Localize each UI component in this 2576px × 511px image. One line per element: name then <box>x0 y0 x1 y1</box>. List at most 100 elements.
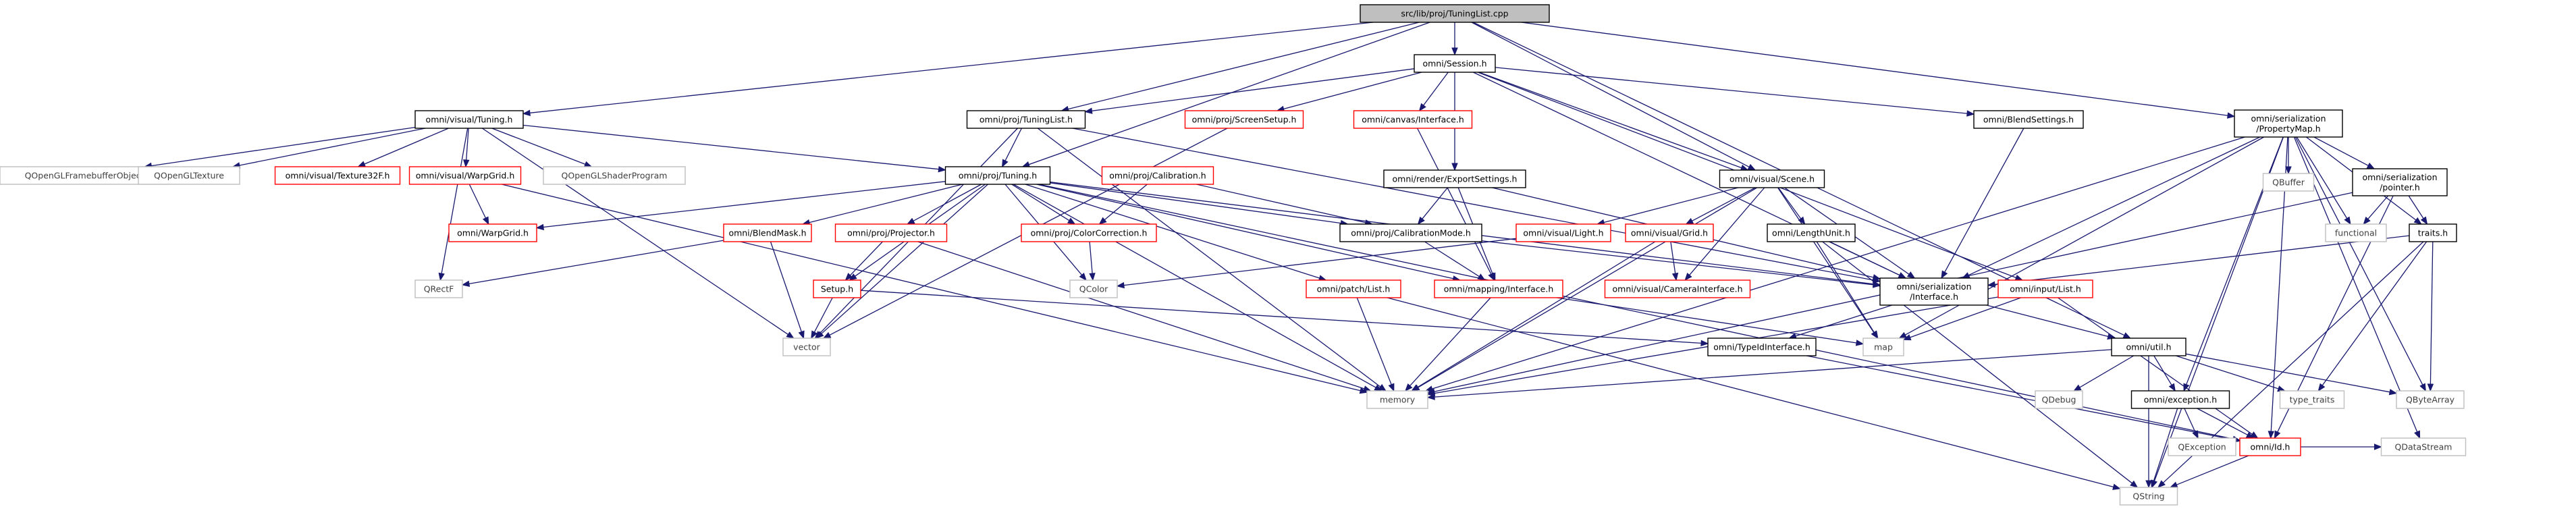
node-label: QString <box>2132 491 2164 502</box>
node-label: QOpenGLFramebufferObject <box>25 171 144 181</box>
node-omni-session-h[interactable]: omni/Session.h <box>1414 54 1496 73</box>
edge-visGrid-to-memory <box>1411 241 1656 392</box>
edge-util-to-qstring <box>2145 356 2152 489</box>
edge-projTuning-to-calibMode <box>1050 182 1349 227</box>
edge-line <box>1050 182 1341 224</box>
edge-arrowhead <box>1855 340 1864 346</box>
node-label: omni/BlendMask.h <box>728 228 806 238</box>
edge-line <box>2184 408 2196 433</box>
edge-line <box>1603 187 1738 223</box>
node-omni-mapping-interface-h[interactable]: omni/mapping/Interface.h <box>1434 279 1563 298</box>
node-omni-proj-calibrationmode-h[interactable]: omni/proj/CalibrationMode.h <box>1339 223 1482 242</box>
node-omni-proj-tuning-h[interactable]: omni/proj/Tuning.h <box>944 166 1051 185</box>
edge-session-to-scene <box>1478 72 1749 171</box>
edge-line <box>1092 68 1415 111</box>
node-omni-visual-warpgrid-h[interactable]: omni/visual/WarpGrid.h <box>408 166 522 185</box>
edge-session-to-tuningList <box>1084 68 1415 114</box>
edge-util-to-qbytearray <box>2185 353 2398 396</box>
edge-arrowhead <box>1451 47 1458 56</box>
edge-arrowhead <box>1872 274 1881 281</box>
node-box <box>834 223 948 242</box>
edge-session-to-canvasIf <box>1418 72 1449 112</box>
node-box <box>1184 110 1304 129</box>
node-omni-proj-tuninglist-h[interactable]: omni/proj/TuningList.h <box>966 110 1086 129</box>
node-omni-blendsettings-h[interactable]: omni/BlendSettings.h <box>1973 110 2084 129</box>
node-omni-util-h[interactable]: omni/util.h <box>2111 338 2186 356</box>
node-omni-proj-colorcorrection-h[interactable]: omni/proj/ColorCorrection.h <box>1021 223 1157 242</box>
edge-tuningVis-to-qtex <box>232 128 426 169</box>
edge-line <box>1822 241 2132 484</box>
node-omni-patch-list-h[interactable]: omni/patch/List.h <box>1306 279 1401 298</box>
node-omni-visual-scene-h[interactable]: omni/visual/Scene.h <box>1719 169 1825 188</box>
edge-arrowhead <box>1671 272 1679 281</box>
edge-arrowhead <box>1798 216 1806 225</box>
edge-arrowhead <box>2374 443 2382 450</box>
node-omni-id-h[interactable]: omni/Id.h <box>2239 437 2301 456</box>
edge-line <box>2322 241 2427 386</box>
edge-line <box>1478 72 1742 169</box>
edge-line <box>917 241 1365 389</box>
node-label: /pointer.h <box>2380 182 2420 192</box>
edge-arrowhead <box>2420 216 2428 225</box>
edge-line <box>1557 297 1857 344</box>
node-label: omni/canvas/Interface.h <box>1362 115 1464 125</box>
node-box <box>1366 390 1428 409</box>
edge-arrowhead <box>461 280 471 287</box>
edge-line <box>2293 136 2418 433</box>
node-omni-typeidinterface-h[interactable]: omni/TypeIdInterface.h <box>1707 338 1817 356</box>
node-omni-visual-texture32f-h[interactable]: omni/visual/Texture32F.h <box>274 166 401 185</box>
node-omni-exception-h[interactable]: omni/exception.h <box>2130 390 2230 409</box>
edge-line <box>1011 184 1070 221</box>
edge-arrowhead <box>1906 271 1916 279</box>
node-label: omni/proj/Tuning.h <box>959 171 1037 181</box>
edge-line <box>543 181 946 228</box>
node-omni-proj-calibration-h[interactable]: omni/proj/Calibration.h <box>1101 166 1214 185</box>
edge-line <box>1806 355 2234 440</box>
node-qexception: QException <box>2168 437 2236 456</box>
node-omni-lengthunit-h[interactable]: omni/LengthUnit.h <box>1767 223 1856 242</box>
node-traits-h[interactable]: traits.h <box>2409 223 2457 242</box>
node-omni-input-list-h[interactable]: omni/input/List.h <box>1997 279 2093 298</box>
node-omni-serialization-interface-h[interactable]: omni/serialization/Interface.h <box>1879 277 1989 306</box>
edge-arrowhead <box>2274 430 2281 439</box>
edge-line <box>821 184 988 334</box>
edge-arrowhead <box>1477 273 1486 281</box>
node-setup-h[interactable]: Setup.h <box>813 279 861 298</box>
edge-scene-to-lengthUnit <box>1777 187 1806 225</box>
node-omni-visual-grid-h[interactable]: omni/visual/Grid.h <box>1625 223 1714 242</box>
node-omni-serialization-propertymap-h[interactable]: omni/serialization/PropertyMap.h <box>2234 109 2343 138</box>
node-omni-proj-projector-h[interactable]: omni/proj/Projector.h <box>834 223 948 242</box>
edge-setup-to-vector <box>811 297 833 340</box>
edge-line <box>1434 349 2112 398</box>
edge-line <box>529 22 1374 113</box>
node-omni-visual-camerainterface-h[interactable]: omni/visual/CameraInterface.h <box>1604 279 1751 298</box>
edge-arrowhead <box>1079 272 1087 281</box>
node-box <box>944 166 1051 185</box>
edge-projTuning-to-warpGrid <box>535 181 946 231</box>
edge-patchList-to-memory <box>1356 297 1395 392</box>
node-src-lib-proj-tuninglist-cpp[interactable]: src/lib/proj/TuningList.cpp <box>1360 4 1550 23</box>
node-omni-warpgrid-h[interactable]: omni/WarpGrid.h <box>448 223 537 242</box>
edge-mappingIf-to-memory <box>1404 297 1491 392</box>
edge-line <box>2058 297 2253 435</box>
node-omni-visual-light-h[interactable]: omni/visual/Light.h <box>1515 223 1611 242</box>
node-omni-render-exportsettings-h[interactable]: omni/render/ExportSettings.h <box>1383 169 1526 188</box>
node-omni-canvas-interface-h[interactable]: omni/canvas/Interface.h <box>1353 110 1473 129</box>
node-box <box>2119 487 2178 506</box>
node-omni-blendmask-h[interactable]: omni/BlendMask.h <box>723 223 812 242</box>
node-omni-proj-screensetup-h[interactable]: omni/proj/ScreenSetup.h <box>1184 110 1304 129</box>
edge-line <box>1521 22 2228 116</box>
edge-arrowhead <box>938 166 946 173</box>
node-omni-serialization-pointer-h[interactable]: omni/serialization/pointer.h <box>2352 168 2448 196</box>
edge-line <box>1072 128 1874 281</box>
edge-line <box>2153 355 2172 385</box>
node-omni-visual-tuning-h[interactable]: omni/visual/Tuning.h <box>414 110 524 129</box>
edge-warpGridVis-to-warpGrid <box>468 184 489 225</box>
edge-line <box>151 126 416 167</box>
edge-line <box>2176 455 2249 485</box>
node-label: omni/proj/ScreenSetup.h <box>1192 115 1297 125</box>
node-label: vector <box>793 342 821 352</box>
node-box <box>2239 437 2301 456</box>
edge-projTuning-to-vector <box>815 184 988 339</box>
